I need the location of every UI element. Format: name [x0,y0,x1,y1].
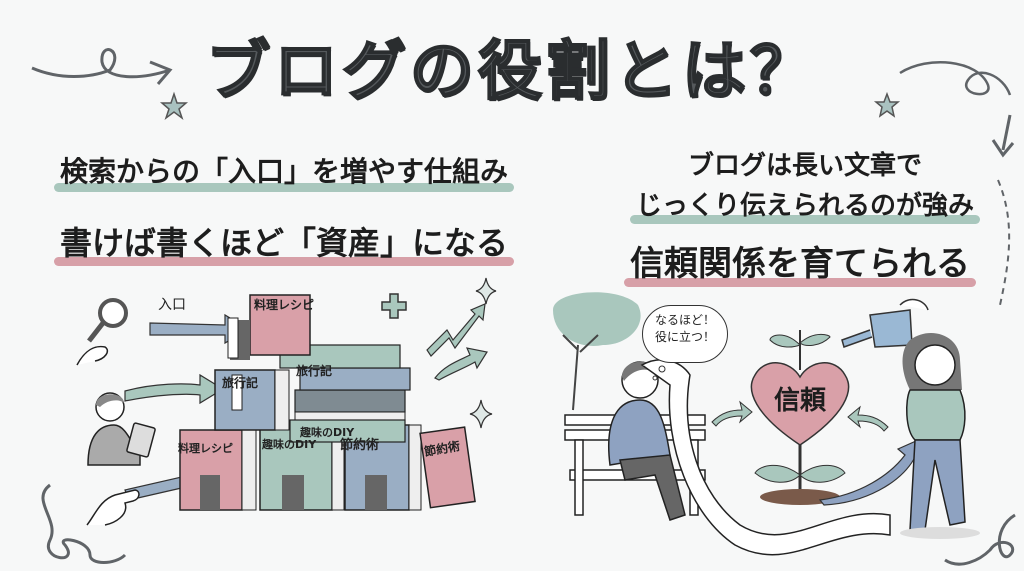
thought-bubble: なるほど！ 役に立つ！ [642,305,728,363]
flourish-icon [944,513,1016,566]
book-label: 料理レシピ [254,298,315,312]
thought-line1: なるほど！ [654,313,715,327]
entry-label: 入口 [158,297,186,313]
star-icon [873,91,901,118]
arrow-icon [847,405,889,432]
book-label: 旅行記 [296,364,333,378]
heart-label: 信頼 [773,386,826,416]
reading-man-icon [608,361,686,521]
book-label: 料理レシピ [178,442,233,455]
arrow-icon [711,400,753,427]
left-heading-1: 検索からの「入口」を増やす仕組み [53,150,515,192]
pointing-hand-icon [86,489,140,526]
right-heading-line1: ブログは長い文章で [687,151,922,181]
right-heading-line3: 信頼関係を育てられる [624,236,976,287]
right-heading-2: じっくり伝えられるのが強み [620,185,990,224]
tree-icon [553,292,641,411]
swirl-arrow-icon [899,61,1015,158]
right-heading-line2: じっくり伝えられるのが強み [629,185,981,224]
sparkle-icon [469,399,493,429]
dashed-arrow-icon [997,179,1011,306]
book-label: 節約術 [340,438,380,453]
magnifier-hand-icon [76,298,128,366]
arrow-icon [124,373,225,405]
woman-icon [900,332,980,539]
heart-plant-icon [750,330,850,505]
growth-arrow-icon [426,303,488,381]
sparkle-icon [475,277,497,305]
left-heading-line2: 書けば書くほど「資産」になる [53,218,515,266]
star-icon [159,91,189,121]
left-heading-line1: 検索からの「入口」を増やす仕組み [53,150,515,192]
thought-dots [652,365,666,381]
right-heading-1: ブログは長い文章で [620,145,990,182]
page-title: ブログの役割とは？ [205,34,818,110]
book-label: 旅行記 [222,376,259,390]
scroll-paper-icon [640,359,891,556]
book-label: 趣味のDIY [300,426,355,439]
plus-icon [381,293,407,319]
flourish-icon [41,483,127,564]
right-heading-3: 信頼関係を育てられる [610,236,990,287]
swirl-arrow-icon [31,48,173,85]
watering-can-icon [841,298,929,348]
book-label: 趣味のDIY [262,438,317,451]
left-heading-2: 書けば書くほど「資産」になる [53,218,515,266]
thought-line2: 役に立つ！ [654,330,715,344]
person-tablet-icon [87,392,156,466]
book-pile [179,294,476,511]
